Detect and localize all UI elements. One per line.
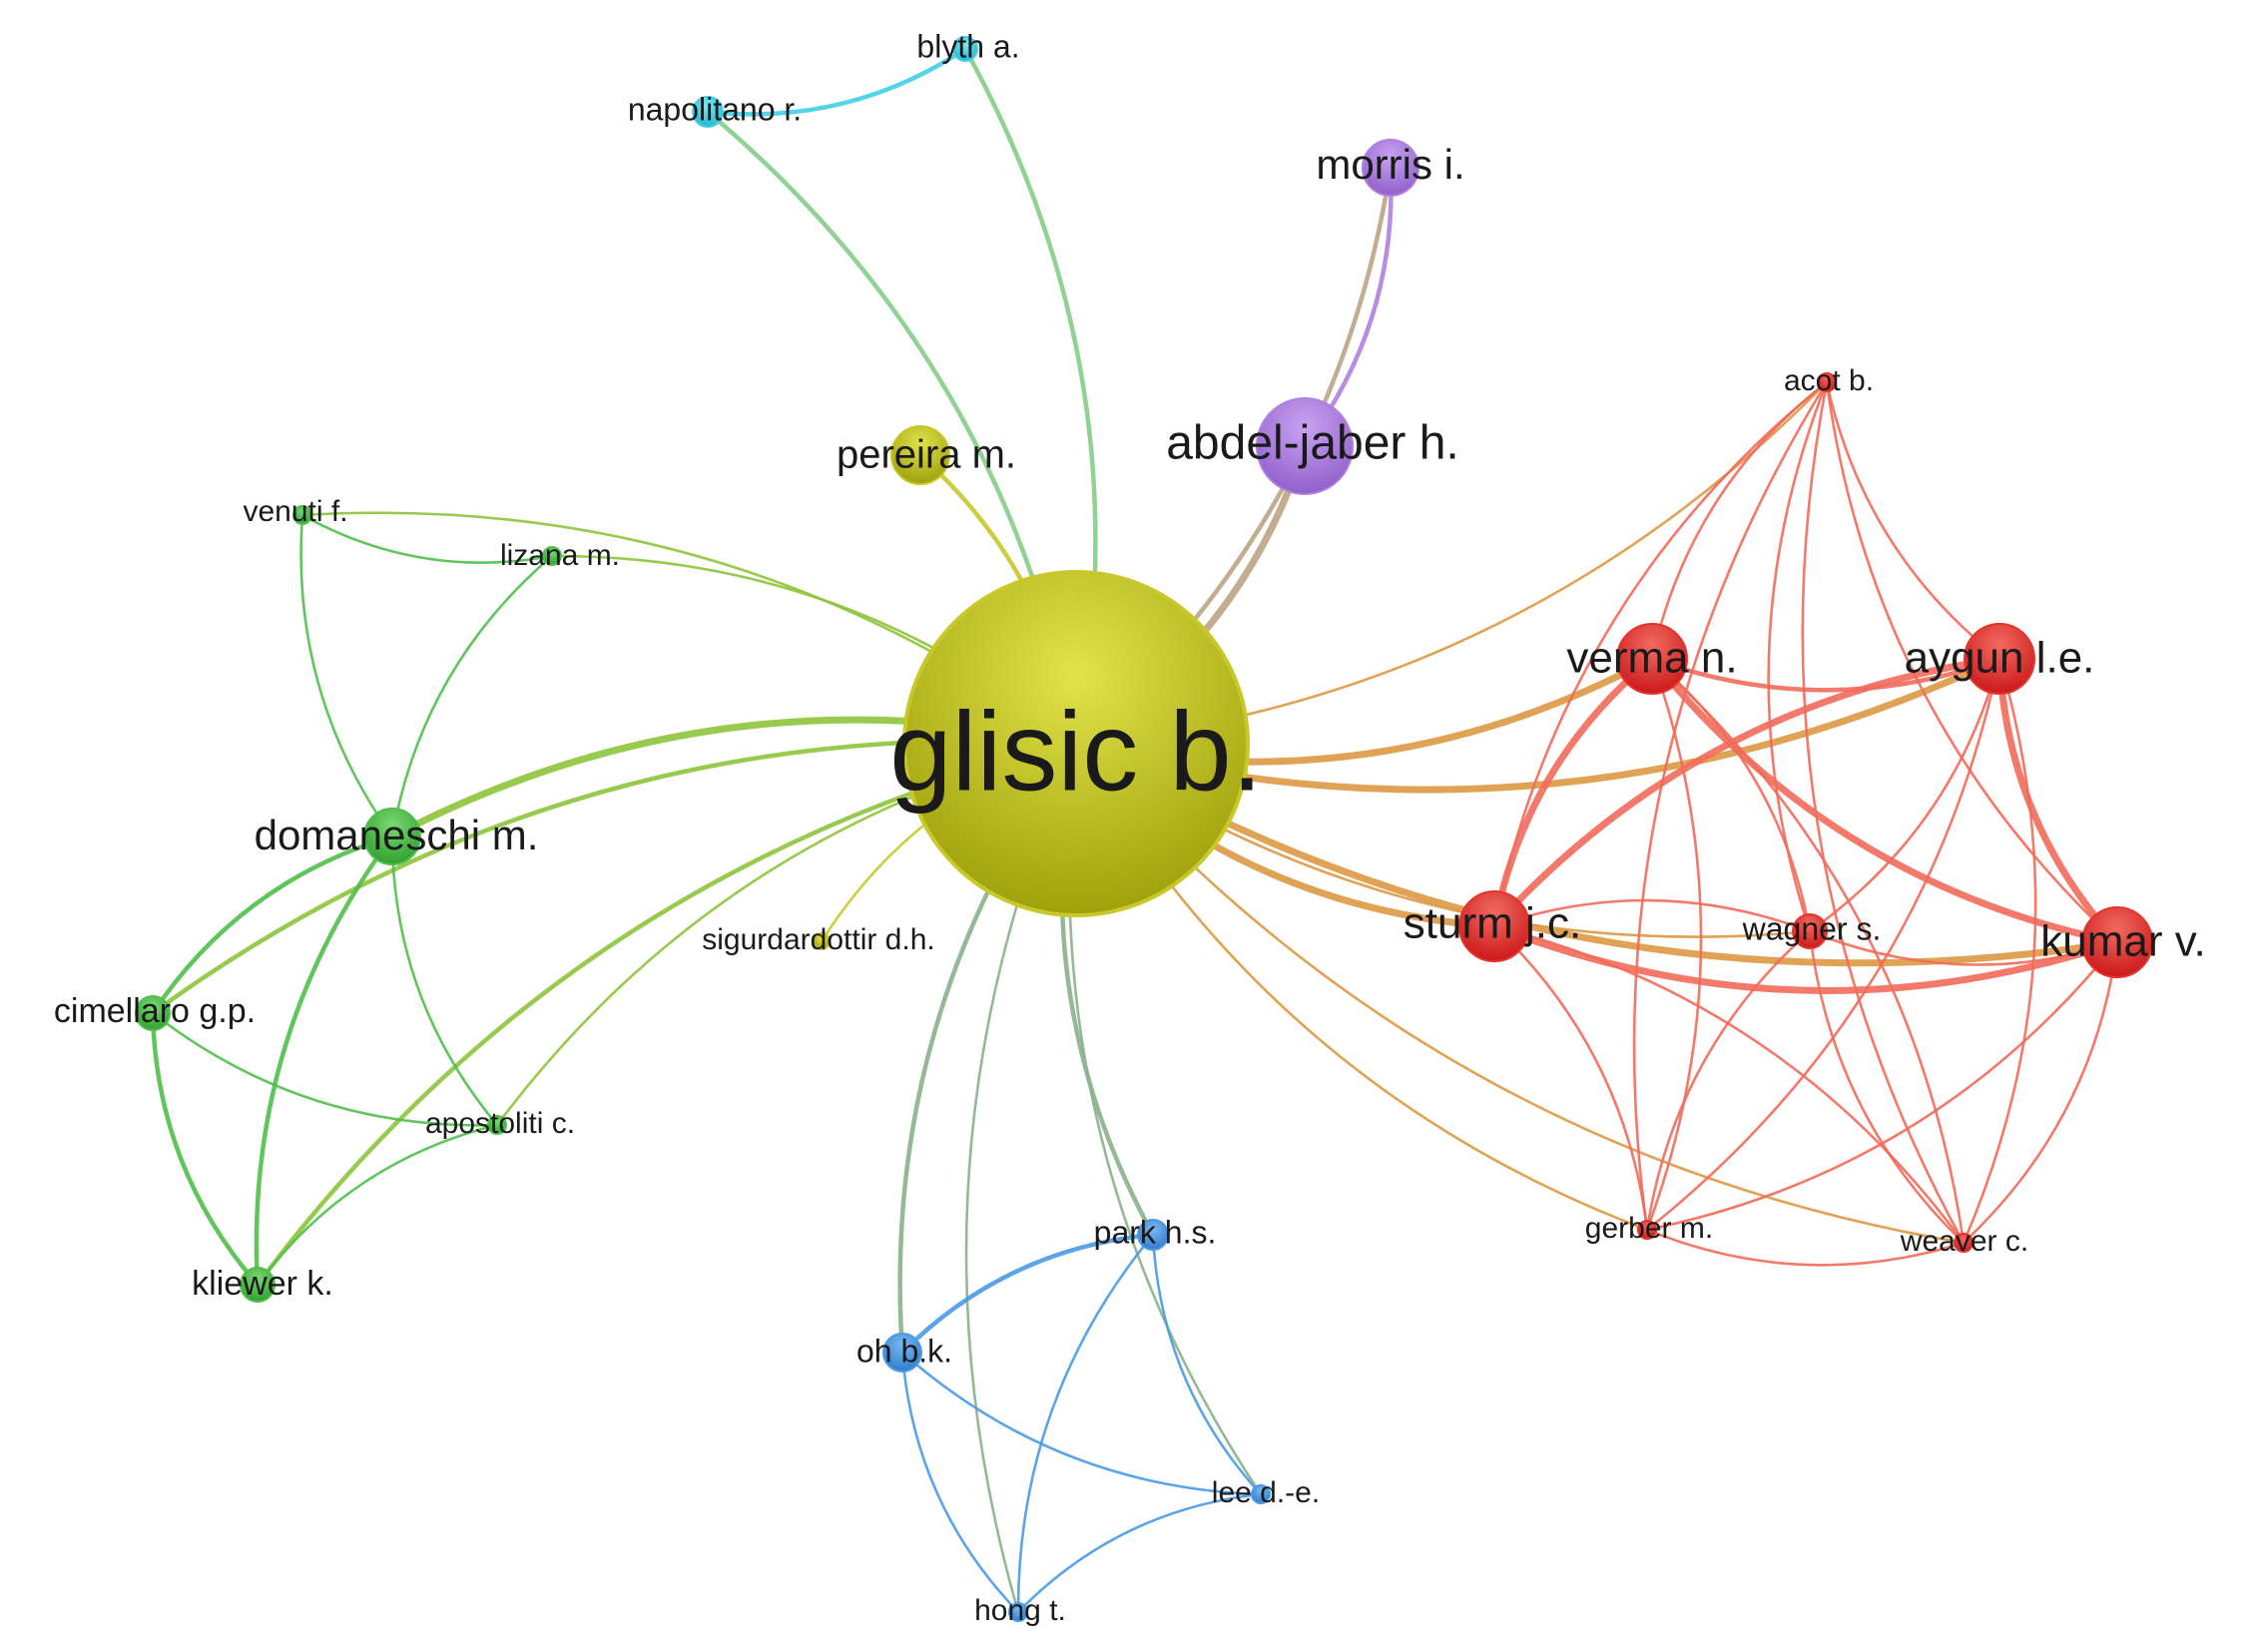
label-layer: glisic b. abdel-jaber h. morris i. pereira … bbox=[54, 28, 2206, 1626]
edge-acot-weaver bbox=[1801, 380, 1966, 1245]
edge-cimellaro-kliewer bbox=[150, 1010, 261, 1288]
node-label-venuti: venuti f. bbox=[243, 495, 347, 528]
edge-oh-hong bbox=[900, 1351, 1020, 1614]
edge-venuti-lizana bbox=[300, 513, 554, 564]
edge-park-hong bbox=[1016, 1233, 1155, 1614]
node-verma[interactable] bbox=[1616, 623, 1688, 695]
node-label-abdel: abdel-jaber h. bbox=[1166, 417, 1459, 470]
node-label-cimellaro: cimellaro g.p. bbox=[54, 992, 256, 1030]
edge-acot-wagner bbox=[1767, 380, 1829, 933]
node-weaver[interactable] bbox=[1954, 1233, 1973, 1253]
node-label-oh: oh b.k. bbox=[856, 1333, 952, 1369]
edge-gerber-sturm bbox=[1492, 924, 1649, 1232]
node-label-napol: napolitano r. bbox=[628, 91, 802, 127]
edge-sturm-kumar bbox=[1490, 922, 2121, 994]
edge-domanes-cimellaro bbox=[150, 833, 395, 1016]
edge-weaver-kumar bbox=[1962, 940, 2119, 1245]
node-aygun[interactable] bbox=[1964, 623, 2035, 695]
edge-apost-kliewer bbox=[256, 1123, 499, 1287]
edge-wagner-aygun bbox=[1808, 657, 2001, 933]
edge-aygun-kumar bbox=[1995, 655, 2121, 946]
edge-acot-sturm bbox=[1492, 380, 1829, 928]
node-label-apost: apostoliti c. bbox=[425, 1107, 575, 1140]
node-park[interactable] bbox=[1137, 1219, 1169, 1251]
node-label-glisic: glisic b. bbox=[889, 690, 1262, 815]
node-label-gerber: gerber m. bbox=[1585, 1212, 1713, 1245]
edge-lee-hong bbox=[1016, 1492, 1263, 1614]
node-label-sigurd: sigurdardottir d.h. bbox=[702, 923, 934, 956]
node-cimellaro[interactable] bbox=[135, 995, 171, 1031]
edge-acot-kumar bbox=[1825, 380, 2119, 944]
edge-gerber-aygun bbox=[1645, 657, 2001, 1232]
node-hong[interactable] bbox=[1008, 1602, 1028, 1622]
edge-domanes-apost bbox=[390, 834, 499, 1127]
node-label-morris: morris i. bbox=[1316, 141, 1464, 188]
node-venuti[interactable] bbox=[292, 505, 312, 525]
edge-verma-kumar bbox=[1648, 655, 2121, 946]
node-wagner[interactable] bbox=[1792, 913, 1828, 949]
node-label-hong: hong t. bbox=[974, 1594, 1066, 1627]
edge-acot-gerber bbox=[1632, 380, 1829, 1232]
node-label-pereira: pereira m. bbox=[837, 433, 1016, 477]
edge-venuti-domanes bbox=[299, 513, 394, 838]
node-acot[interactable] bbox=[1817, 372, 1837, 392]
node-label-wagner: wagner s. bbox=[1742, 910, 1882, 946]
edge-gerber-verma bbox=[1645, 657, 1703, 1232]
node-gerber[interactable] bbox=[1637, 1220, 1657, 1240]
edge-lizana-domanes bbox=[390, 554, 554, 838]
node-label-verma: verma n. bbox=[1566, 634, 1737, 683]
node-sturm[interactable] bbox=[1458, 890, 1530, 962]
node-apost[interactable] bbox=[487, 1115, 507, 1135]
node-pereira[interactable] bbox=[890, 425, 950, 485]
edge-wagner-kumar bbox=[1808, 929, 2119, 966]
node-lizana[interactable] bbox=[542, 546, 562, 566]
edge-cimellaro-apost bbox=[151, 1011, 499, 1127]
node-label-kumar: kumar v. bbox=[2040, 917, 2205, 966]
node-blyth[interactable] bbox=[952, 36, 978, 62]
node-label-blyth: blyth a. bbox=[916, 28, 1019, 64]
edge-wagner-sturm bbox=[1492, 898, 1812, 933]
node-kliewer[interactable] bbox=[240, 1267, 276, 1303]
node-label-acot: acot b. bbox=[1784, 364, 1874, 397]
edge-verma-aygun bbox=[1649, 656, 2002, 693]
node-glisic[interactable] bbox=[902, 570, 1250, 917]
node-kumar[interactable] bbox=[2081, 906, 2153, 978]
node-label-kliewer: kliewer k. bbox=[192, 1265, 333, 1303]
edge-wagner-weaver bbox=[1808, 929, 1966, 1245]
node-label-lee: lee d.-e. bbox=[1212, 1476, 1320, 1509]
node-abdel[interactable] bbox=[1256, 397, 1354, 495]
edge-gerber-kumar bbox=[1645, 940, 2119, 1232]
edge-park-lee bbox=[1151, 1233, 1263, 1496]
edge-gerber-weaver bbox=[1645, 1228, 1966, 1267]
edge-oh-lee bbox=[900, 1351, 1263, 1496]
node-label-park: park h.s. bbox=[1094, 1214, 1217, 1250]
node-label-aygun: aygun l.e. bbox=[1905, 634, 2095, 683]
edge-aygun-sturm bbox=[1490, 655, 2003, 930]
edge-weaver-aygun bbox=[1962, 657, 2037, 1245]
node-label-sturm: sturm j.c. bbox=[1404, 899, 1581, 948]
edge-domanes-kliewer bbox=[254, 833, 395, 1288]
node-oh[interactable] bbox=[882, 1333, 922, 1373]
edge-wagner-gerber bbox=[1645, 929, 1812, 1232]
node-label-weaver: weaver c. bbox=[1900, 1225, 2028, 1258]
node-napol[interactable] bbox=[692, 96, 724, 128]
edge-weaver-verma bbox=[1650, 657, 1966, 1245]
edge-park-oh bbox=[899, 1232, 1156, 1356]
node-label-lizana: lizana m. bbox=[500, 539, 620, 572]
node-domanes[interactable] bbox=[363, 808, 421, 865]
edge-napol-blyth bbox=[705, 46, 968, 117]
node-lee[interactable] bbox=[1251, 1484, 1271, 1504]
node-label-domanes: domaneschi m. bbox=[255, 812, 539, 858]
edge-weaver-sturm bbox=[1492, 924, 1966, 1245]
edge-acot-aygun bbox=[1825, 380, 2001, 661]
node-morris[interactable] bbox=[1362, 139, 1419, 197]
node-layer bbox=[135, 36, 2153, 1622]
node-sigurd[interactable] bbox=[813, 932, 831, 950]
